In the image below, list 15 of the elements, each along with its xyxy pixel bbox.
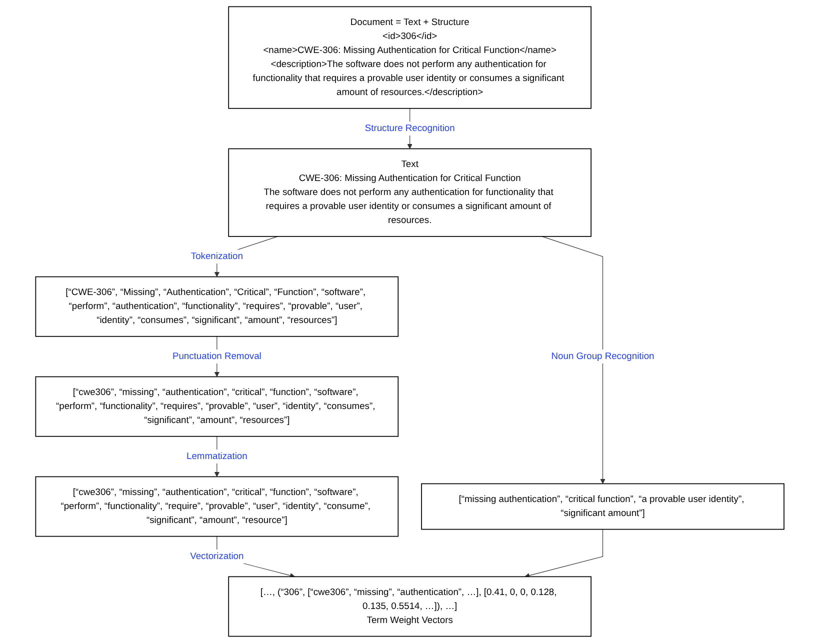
node-box: [“missing authentication”, “critical function”, “a provable user identity”, “significant amount”] [421,483,785,530]
node-box: [“cwe306”, “missing”, “authentication”, “critical”, “function”, “software”, “perform”, “functionality”, “requires”, “provable”, “user”, “identity”, “consumes”, “significant”, “amount”, “resources”] [35,376,399,437]
edge-label: Lemmatization [186,451,248,462]
edge-label: Punctuation Removal [172,351,262,362]
node-box: [“CWE-306”, “Missing”, “Authentication”, “Critical”, “Function”, “software”, “perform”, “authentication”, “functionality”, “requires”, “provable”, “user”, “identity”, “consumes”, “significant”, “amount”, “resources”] [35,276,399,337]
node-box: […, (“306”, [“cwe306”, “missing”, “authentication”, …], [0.41, 0, 0, 0.128, 0.135, 0.5514, …]), …] Term Weight Vectors [228,576,592,637]
arrow [524,529,604,578]
edge-label: Structure Recognition [365,123,455,134]
edge-label: Noun Group Recognition [551,351,654,362]
node-box: [“cwe306”, “missing”, “authentication”, “critical”, “function”, “software”, “perform”, “functionality”, “require”, “provable”, “user”, “identity”, “consume”, “significant”, “amount”, “resource”] [35,476,399,537]
node-box: Document = Text + Structure <id>306</id> <name>CWE-306: Missing Authentication for Critical Function</name> <description>The software does not perform any authentication for functionality that requires a provable user identity or consumes a significant amount of resources.</description> [228,6,592,109]
edge-label: Vectorization [190,551,244,562]
edge-label: Tokenization [191,251,244,262]
node-box: Text CWE-306: Missing Authentication for Critical Function The software does not perform any authentication for functionality that requires a provable user identity or consumes a significant amount of resources. [228,148,592,237]
arrow [542,236,606,484]
